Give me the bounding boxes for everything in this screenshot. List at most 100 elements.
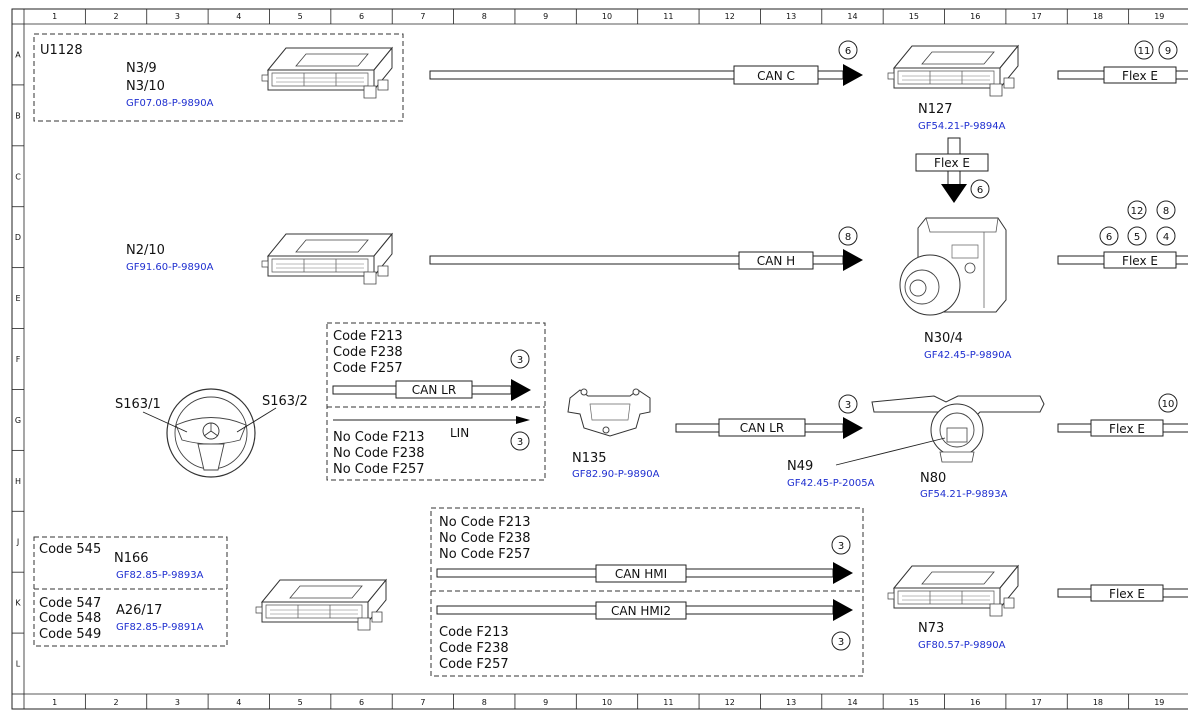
column-number-bottom: 7	[420, 698, 425, 707]
n166-code: Code 545	[39, 542, 101, 557]
n304-unit-icon	[899, 217, 1007, 316]
svg-text:8: 8	[845, 232, 851, 243]
row-letter: G	[15, 416, 21, 425]
column-number-top: 19	[1154, 12, 1164, 21]
n73-label: N73	[918, 621, 944, 636]
column-number-bottom: 10	[602, 698, 612, 707]
column-number-bottom: 8	[482, 698, 487, 707]
column-number-bottom: 3	[175, 698, 180, 707]
n310-label: N3/10	[126, 79, 165, 94]
column-number-top: 14	[847, 12, 857, 21]
can-lr-label-1: CAN LR	[412, 383, 456, 397]
svg-text:3: 3	[845, 400, 851, 411]
hmi-nocode-f238: No Code F238	[439, 531, 531, 546]
n210-label: N2/10	[126, 243, 165, 258]
row-letter: B	[15, 111, 21, 120]
lin-nocode-f213: No Code F213	[333, 430, 425, 445]
column-number-bottom: 6	[359, 698, 364, 707]
marker-10: 10	[1158, 393, 1178, 413]
a2617-label: A26/17	[116, 603, 162, 618]
n80-ref[interactable]: GF54.21-P-9893A	[920, 489, 1008, 500]
column-number-top: 10	[602, 12, 612, 21]
column-number-top: 18	[1093, 12, 1103, 21]
row-letter: D	[15, 233, 21, 242]
head-unit-module-icon	[255, 579, 387, 631]
column-number-bottom: 17	[1031, 698, 1041, 707]
hmi-nocode-f257: No Code F257	[439, 547, 531, 562]
n166-ref[interactable]: GF82.85-P-9893A	[116, 570, 204, 581]
can-lr-label-2: CAN LR	[740, 421, 784, 435]
row-letter: C	[15, 172, 21, 181]
u1128-ref[interactable]: GF07.08-P-9890A	[126, 98, 214, 109]
column-number-top: 3	[175, 12, 180, 21]
row-letter: J	[16, 538, 19, 547]
n73-module-icon	[887, 565, 1019, 617]
steering-wheel-icon	[166, 388, 256, 478]
n166-label: N166	[114, 551, 149, 566]
can-hmi-label: CAN HMI	[615, 567, 667, 581]
n127-label: N127	[918, 102, 953, 117]
column-number-bottom: 4	[236, 698, 241, 707]
n210-module-icon	[261, 233, 393, 285]
u1128-module-icon	[261, 47, 393, 99]
svg-text:5: 5	[1134, 232, 1140, 243]
column-number-top: 5	[298, 12, 303, 21]
can-lr-marker-1: 3	[510, 349, 530, 369]
n80-module-icon	[871, 395, 1045, 463]
column-number-bottom: 5	[298, 698, 303, 707]
svg-text:11: 11	[1138, 46, 1151, 57]
lr-code-f213: Code F213	[333, 329, 403, 344]
svg-text:3: 3	[517, 355, 523, 366]
n127-module-icon	[887, 45, 1019, 97]
hmi-condition-box	[430, 507, 864, 677]
column-number-top: 12	[725, 12, 735, 21]
n135-ref[interactable]: GF82.90-P-9890A	[572, 469, 660, 480]
column-number-bottom: 14	[847, 698, 857, 707]
marker-5: 5	[1127, 226, 1147, 246]
svg-text:4: 4	[1163, 232, 1169, 243]
a2617-code-548: Code 548	[39, 611, 101, 626]
svg-text:Flex E: Flex E	[1109, 422, 1145, 436]
svg-text:9: 9	[1165, 46, 1171, 57]
lin-line: LIN	[333, 416, 530, 440]
column-number-bottom: 18	[1093, 698, 1103, 707]
column-number-top: 4	[236, 12, 241, 21]
can-hmi2-marker: 3	[831, 631, 851, 651]
svg-text:Flex E: Flex E	[1109, 587, 1145, 601]
svg-text:3: 3	[838, 637, 844, 648]
lin-label: LIN	[450, 426, 469, 440]
svg-text:6: 6	[977, 185, 983, 196]
lr-code-f257: Code F257	[333, 361, 403, 376]
column-number-bottom: 19	[1154, 698, 1164, 707]
can-hmi2-line: CAN HMI2	[436, 599, 853, 621]
can-lr-line-2: CAN LR	[675, 417, 863, 439]
hmi2-code-f238: Code F238	[439, 641, 509, 656]
can-c-marker: 6	[838, 40, 858, 60]
can-hmi-marker: 3	[831, 535, 851, 555]
lin-nocode-f238: No Code F238	[333, 446, 425, 461]
column-number-bottom: 11	[663, 698, 673, 707]
svg-text:Flex E: Flex E	[934, 156, 970, 170]
n127-ref[interactable]: GF54.21-P-9894A	[918, 121, 1006, 132]
column-number-bottom: 16	[970, 698, 980, 707]
a2617-ref[interactable]: GF82.85-P-9891A	[116, 622, 204, 633]
n210-ref[interactable]: GF91.60-P-9890A	[126, 262, 214, 273]
marker-9: 9	[1158, 40, 1178, 60]
n80-label: N80	[920, 471, 946, 486]
can-c-line: CAN C	[429, 64, 863, 86]
column-number-top: 9	[543, 12, 548, 21]
n304-ref[interactable]: GF42.45-P-9890A	[924, 350, 1012, 361]
n135-label: N135	[572, 451, 607, 466]
column-number-top: 7	[420, 12, 425, 21]
n49-ref[interactable]: GF42.45-P-2005A	[787, 478, 875, 489]
flex-e-line-2: Flex E	[1057, 251, 1188, 269]
column-number-bottom: 15	[909, 698, 919, 707]
column-number-top: 8	[482, 12, 487, 21]
column-number-top: 15	[909, 12, 919, 21]
hmi-nocode-f213: No Code F213	[439, 515, 531, 530]
u1128-label: U1128	[40, 43, 83, 58]
can-c-label: CAN C	[757, 69, 795, 83]
n73-ref[interactable]: GF80.57-P-9890A	[918, 640, 1006, 651]
